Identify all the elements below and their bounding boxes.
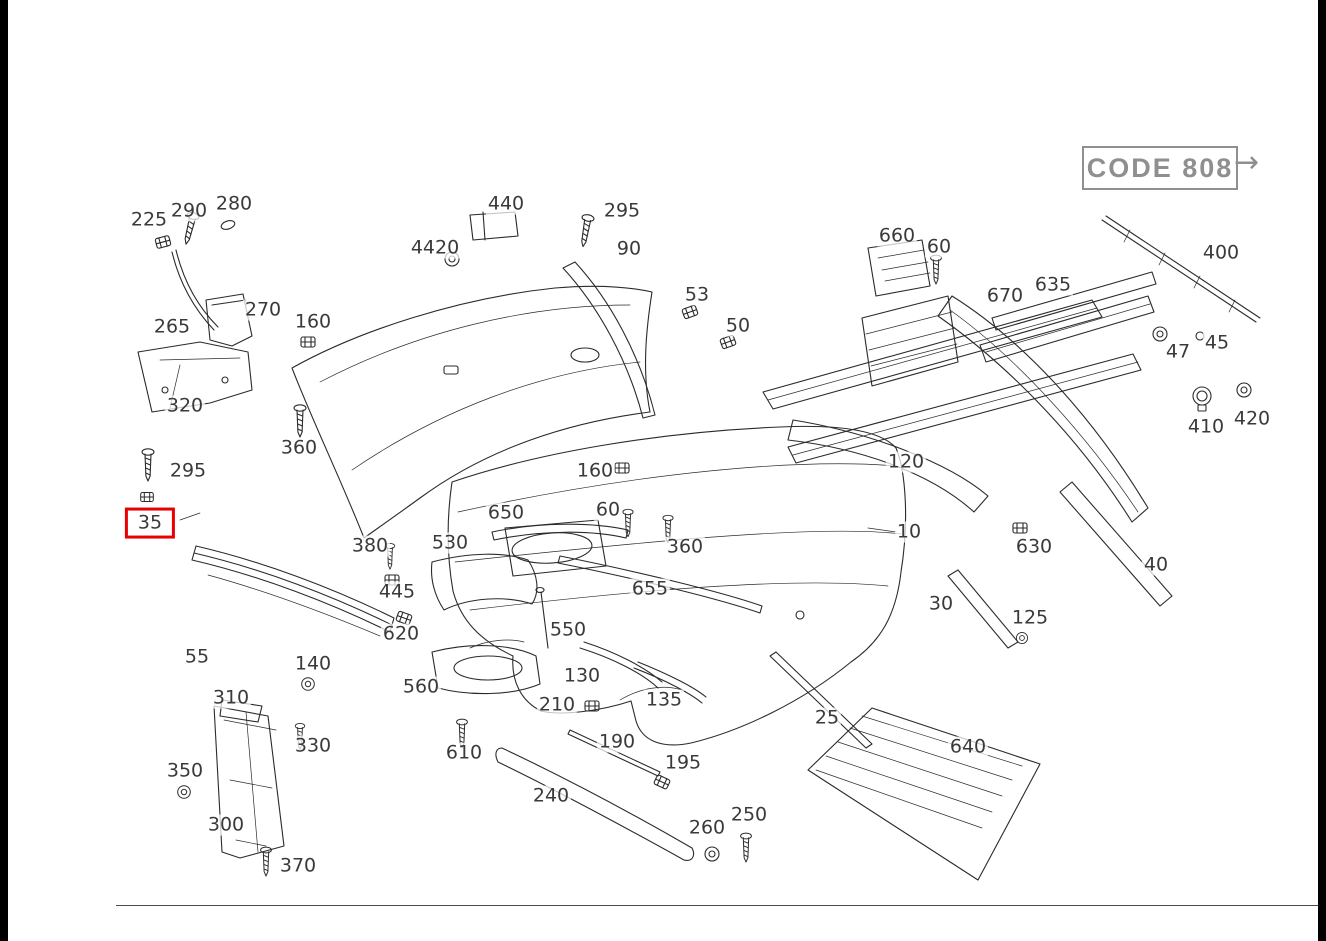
part-label-630[interactable]: 630	[1013, 535, 1055, 558]
code-808-arrow-icon: →	[1234, 145, 1260, 180]
part-label-35[interactable]: 35	[124, 507, 176, 539]
part-label-55[interactable]: 55	[182, 645, 212, 668]
part-label-47[interactable]: 47	[1163, 340, 1193, 363]
part-label-295[interactable]: 295	[167, 459, 209, 482]
part-label-310[interactable]: 310	[210, 686, 252, 709]
part-label-260[interactable]: 260	[686, 816, 728, 839]
part-label-270[interactable]: 270	[242, 298, 284, 321]
part-label-655[interactable]: 655	[629, 577, 671, 600]
side-strip-90-and-top-fasteners	[444, 211, 737, 419]
part-label-300[interactable]: 300	[205, 813, 247, 836]
part-label-550[interactable]: 550	[547, 618, 589, 641]
part-label-635[interactable]: 635	[1032, 273, 1074, 296]
part-label-640[interactable]: 640	[947, 735, 989, 758]
part-label-445[interactable]: 445	[376, 580, 418, 603]
part-label-53[interactable]: 53	[682, 283, 712, 306]
part-label-25[interactable]: 25	[812, 706, 842, 729]
part-label-130[interactable]: 130	[561, 664, 603, 687]
part-label-250[interactable]: 250	[728, 803, 770, 826]
part-label-380[interactable]: 380	[349, 534, 391, 557]
impact-beam-and-carrier	[762, 295, 1149, 523]
part-label-135[interactable]: 135	[643, 688, 685, 711]
part-label-650[interactable]: 650	[485, 501, 527, 524]
part-label-660[interactable]: 660	[876, 224, 918, 247]
part-label-360[interactable]: 360	[664, 535, 706, 558]
part-label-50[interactable]: 50	[723, 314, 753, 337]
part-label-420[interactable]: 420	[1231, 407, 1273, 430]
left-edge-bar	[0, 0, 8, 941]
part-label-195[interactable]: 195	[662, 751, 704, 774]
part-label-90[interactable]: 90	[614, 237, 644, 260]
part-label-265[interactable]: 265	[151, 315, 193, 338]
part-label-40[interactable]: 40	[1141, 553, 1171, 576]
part-label-160[interactable]: 160	[292, 310, 334, 333]
part-label-60[interactable]: 60	[593, 498, 623, 521]
part-label-190[interactable]: 190	[596, 730, 638, 753]
right-edge-bar	[1318, 0, 1326, 941]
right-lower-parts	[704, 481, 1173, 881]
part-label-125[interactable]: 125	[1009, 606, 1051, 629]
part-label-30[interactable]: 30	[926, 592, 956, 615]
part-label-610[interactable]: 610	[443, 741, 485, 764]
part-label-530[interactable]: 530	[429, 531, 471, 554]
part-label-440[interactable]: 440	[485, 192, 527, 215]
part-label-280[interactable]: 280	[213, 192, 255, 215]
part-label-295[interactable]: 295	[601, 199, 643, 222]
part-label-240[interactable]: 240	[530, 784, 572, 807]
part-label-620[interactable]: 620	[380, 622, 422, 645]
part-label-320[interactable]: 320	[164, 394, 206, 417]
part-label-120[interactable]: 120	[885, 450, 927, 473]
top-right-parts	[867, 215, 1261, 412]
part-label-225[interactable]: 225	[128, 208, 170, 231]
part-label-140[interactable]: 140	[292, 652, 334, 675]
part-label-4420[interactable]: 4420	[408, 236, 462, 259]
left-upper-fasteners	[154, 210, 253, 347]
part-label-60[interactable]: 60	[924, 235, 954, 258]
part-label-160[interactable]: 160	[574, 459, 616, 482]
bottom-rule	[116, 905, 1318, 906]
part-label-290[interactable]: 290	[168, 199, 210, 222]
part-label-45[interactable]: 45	[1202, 331, 1232, 354]
part-label-350[interactable]: 350	[164, 759, 206, 782]
code-808-box: CODE 808 →	[1082, 145, 1259, 190]
part-label-410[interactable]: 410	[1185, 415, 1227, 438]
part-label-330[interactable]: 330	[292, 734, 334, 757]
lower-left-trim-strips	[191, 545, 395, 637]
part-label-10[interactable]: 10	[894, 520, 924, 543]
part-label-560[interactable]: 560	[400, 675, 442, 698]
part-label-370[interactable]: 370	[277, 854, 319, 877]
leader-lines	[179, 512, 897, 533]
part-label-670[interactable]: 670	[984, 284, 1026, 307]
code-808-label: CODE 808	[1086, 152, 1234, 183]
part-label-210[interactable]: 210	[536, 693, 578, 716]
part-label-400[interactable]: 400	[1200, 241, 1242, 264]
part-label-360[interactable]: 360	[278, 436, 320, 459]
